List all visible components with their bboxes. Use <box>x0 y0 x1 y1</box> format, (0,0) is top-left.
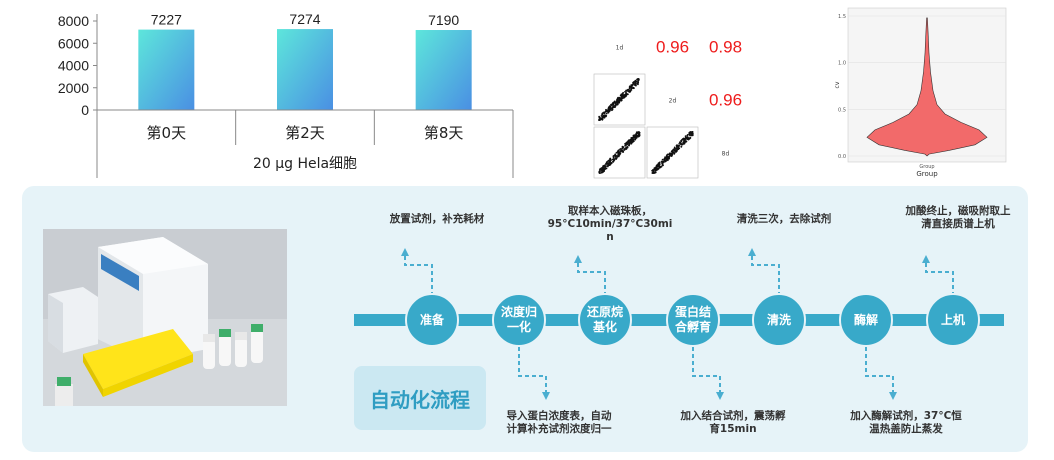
workflow-title: 自动化流程 <box>370 387 470 412</box>
category-label: 第8天 <box>424 124 464 142</box>
connector-line <box>692 347 721 392</box>
workflow-top-note: 放置试剂，补充耗材 <box>389 213 485 225</box>
connector-line <box>577 263 606 293</box>
correlation-value: 0.98 <box>709 38 742 57</box>
workflow-top-note: 取样本入磁珠板， 95°C10min/37°C30mi n <box>547 205 673 243</box>
workflow-step: 准备 <box>405 293 459 347</box>
variable-label: 2d <box>669 98 677 105</box>
violin-x-tick: Group <box>919 164 934 170</box>
bar-data-label: 7274 <box>289 11 320 27</box>
category-label: 第2天 <box>285 124 325 142</box>
category-axis: 第0天 第2天 第8天 20 μg Hela细胞 <box>96 109 514 178</box>
workflow-step: 蛋白结合孵育 <box>666 293 720 347</box>
workflow-bottom-note: 加入结合试剂，震荡孵 育15min <box>680 410 786 435</box>
y-tick-label: 4000 <box>58 58 89 74</box>
group-label: 20 μg Hela细胞 <box>253 156 357 172</box>
variable-label: 8d <box>722 151 730 158</box>
bar <box>415 30 472 111</box>
violin-y-tick: 0.5 <box>838 107 846 113</box>
violin-shape <box>866 17 988 157</box>
arrow-head <box>889 392 897 400</box>
arrow-head <box>542 392 550 400</box>
workflow-step: 清洗 <box>752 293 806 347</box>
y-tick-label: 2000 <box>58 80 89 96</box>
workflow-bottom-note: 加入酶解试剂，37°C恒 温热盖防止蒸发 <box>850 410 962 435</box>
y-tick-label: 6000 <box>58 35 89 51</box>
category-label: 第0天 <box>147 124 187 142</box>
scatter-cell <box>593 73 646 126</box>
violin-y-tick: 1.5 <box>838 14 846 20</box>
arrow-head <box>748 248 756 256</box>
variable-label: 1d <box>616 45 624 52</box>
correlation-value: 0.96 <box>656 38 689 57</box>
bar-data-label: 7227 <box>151 12 182 28</box>
arrow-head <box>716 392 724 400</box>
workflow-top-note: 清洗三次，去除试剂 <box>736 213 832 225</box>
workflow-top-note: 加酸终止，磁吸附取上 清直接质谱上机 <box>905 205 1011 230</box>
workflow-step: 上机 <box>926 293 980 347</box>
violin-y-label: cv <box>834 81 841 88</box>
connector-line <box>518 347 547 392</box>
workflow-step: 酶解 <box>839 293 893 347</box>
workflow-title-box: 自动化流程 <box>354 366 486 430</box>
connector-line <box>865 347 894 392</box>
product-kit-photo <box>43 229 287 406</box>
connector-line <box>751 256 780 293</box>
correlation-value: 0.96 <box>709 91 742 110</box>
y-axis: 0 2000 4000 6000 8000 <box>58 13 98 118</box>
workflow-bottom-note: 导入蛋白浓度表，自动 计算补充试剂浓度归一 <box>506 410 612 435</box>
bar <box>138 29 195 110</box>
scatter-cell <box>593 126 646 179</box>
arrow-head <box>401 248 409 256</box>
y-tick-label: 8000 <box>58 13 89 29</box>
arrow-head <box>574 255 582 263</box>
scatter-cell <box>646 126 699 179</box>
violin-x-label: Group <box>916 170 938 178</box>
violin-y-tick: 1.0 <box>838 61 846 67</box>
arrow-head <box>922 255 930 263</box>
bar-data-label: 7190 <box>428 12 459 28</box>
workflow-step: 还原烷基化 <box>578 293 632 347</box>
bar-chart: 0 2000 4000 6000 8000 7227 7274 7190 第0天 第2天 第8天… <box>58 11 514 178</box>
bar <box>277 29 333 110</box>
correlation-matrix: 1d 2d 8d 0.96 0.98 0.96 <box>593 38 742 179</box>
y-tick-label: 0 <box>81 102 89 118</box>
bar-series: 7227 7274 7190 <box>138 11 472 111</box>
violin-y-tick: 0.0 <box>838 154 846 160</box>
workflow-step: 浓度归一化 <box>492 293 546 347</box>
connector-line <box>925 263 954 293</box>
connector-line <box>404 256 433 293</box>
